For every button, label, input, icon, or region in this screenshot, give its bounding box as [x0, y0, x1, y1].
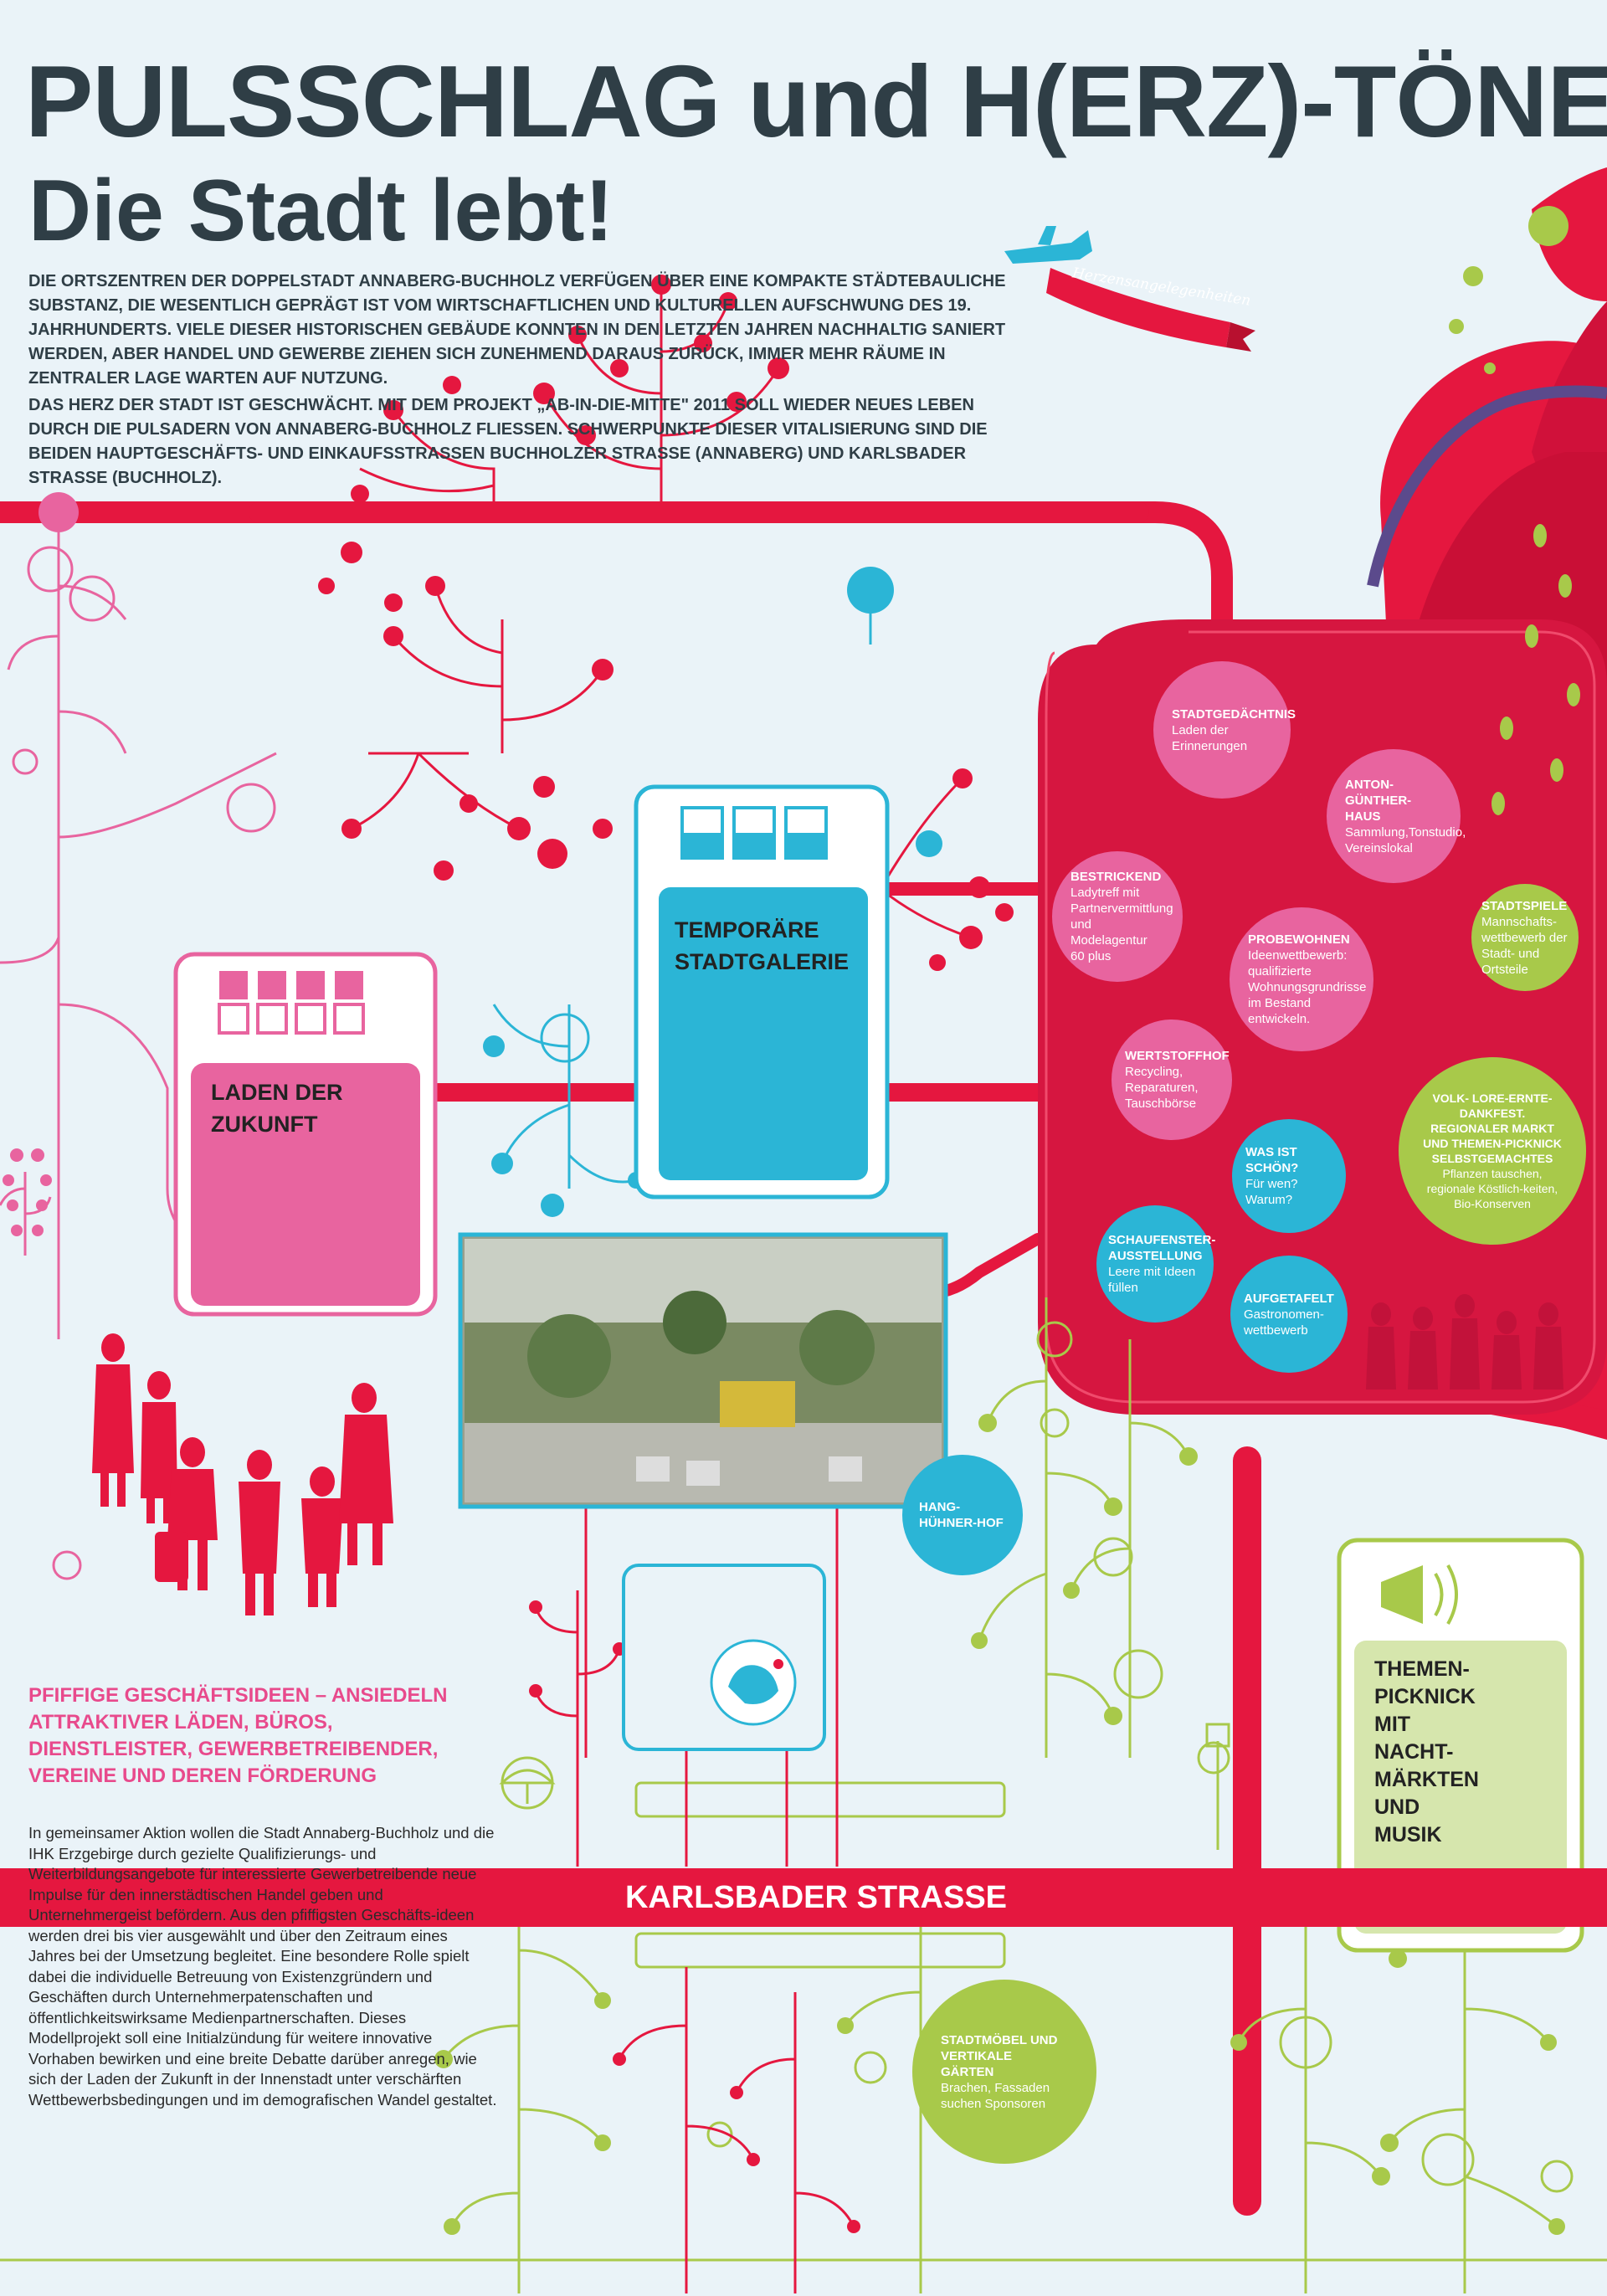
- bubble-anton-guenther-haus: ANTON-GÜNTHER-HAUS Sammlung,Tonstudio, V…: [1327, 749, 1466, 883]
- banner-ribbon: [1046, 268, 1255, 352]
- camera-icon: [540, 1013, 590, 1063]
- laden-card-label: LADEN DER ZUKUNFT: [211, 1080, 343, 1137]
- street-label: KARLSBADER STRASSE: [624, 1880, 1008, 1915]
- bubble-title: STADTGEDÄCHTNIS: [1172, 706, 1296, 722]
- bubble-wertstoffhof: WERTSTOFFHOF Recycling, Reparaturen, Tau…: [1112, 1020, 1232, 1140]
- bubble-title: STADTSPIELE: [1481, 898, 1568, 913]
- people-silhouettes: [92, 1333, 393, 1615]
- umbrella-icon: [499, 1769, 556, 1804]
- misc-icons: [27, 546, 276, 833]
- page-subtitle: Die Stadt lebt!: [28, 162, 614, 259]
- bubble-title: PROBEWOHNEN: [1248, 932, 1350, 947]
- picknick-card-label: THEMEN-PICKNICK MIT NACHT-MÄRKTEN UND MU…: [1374, 1657, 1479, 1847]
- bubble-text: Mannschafts-wettbewerb der Stadt- und Or…: [1481, 914, 1568, 977]
- bubble-text: Für wen? Warum?: [1245, 1177, 1298, 1207]
- bubble-text: Pflanzen tauschen, regionale Köstlich-ke…: [1426, 1167, 1558, 1210]
- bubble-bestrickend: BESTRICKEND Ladytreff mit Partnervermitt…: [1052, 851, 1183, 982]
- bubble-title: VOLK- LORE-ERNTE-DANKFEST. REGIONALER MA…: [1423, 1091, 1562, 1165]
- bubble-hang-huehnerhof: HANG-HÜHNER-HOF: [902, 1455, 1023, 1575]
- bubble-probewohnen: PROBEWOHNEN Ideenwettbewerb: qualifizier…: [1230, 907, 1373, 1051]
- bubble-title: ANTON-GÜNTHER-HAUS: [1345, 777, 1412, 824]
- courtyard-photo: [458, 1232, 948, 1509]
- street-band: [0, 1868, 1607, 1927]
- megaphone-icon: [1381, 1565, 1423, 1624]
- bubble-text: Leere mit Ideen füllen: [1108, 1265, 1196, 1295]
- bubble-title: WAS IST SCHÖN?: [1245, 1145, 1299, 1175]
- page-title: PULSSCHLAG und H(ERZ)-TÖNE: [25, 44, 1607, 158]
- red-tree-top: [351, 285, 972, 939]
- bubble-text: Ideenwettbewerb: qualifizierte Wohnungsg…: [1248, 948, 1367, 1026]
- bubble-text: Brachen, Fassaden suchen Sponsoren: [941, 2080, 1050, 2111]
- huehnerhof-box: [622, 1564, 826, 1751]
- bubble-was-ist-schoen: WAS IST SCHÖN? Für wen? Warum?: [1232, 1119, 1346, 1233]
- bubble-title: WERTSTOFFHOF: [1125, 1049, 1230, 1063]
- laden-card: [173, 952, 438, 1317]
- people-silhouettes-right: [1366, 1294, 1563, 1389]
- intro-paragraph-2: DAS HERZ DER STADT IST GESCHWÄCHT. MIT D…: [28, 396, 988, 487]
- bubble-title: HANG-HÜHNER-HOF: [919, 1500, 1004, 1530]
- bird-icon: [728, 1665, 778, 1704]
- galerie-card-label: TEMPORÄRE STADTGALERIE: [675, 917, 849, 974]
- galerie-card: [634, 784, 890, 1199]
- bubble-schaufenster: SCHAUFENSTER-AUSSTELLUNG Leere mit Ideen…: [1096, 1205, 1216, 1323]
- bubble-aufgetafelt: AUFGETAFELT Gastronomen-wettbewerb: [1230, 1256, 1348, 1373]
- intro-paragraph-1: DIE ORTSZENTREN DER DOPPELSTADT ANNABERG…: [28, 272, 1006, 388]
- section-heading: PFIFFIGE GESCHÄFTSIDEEN – ANSIEDELN ATTR…: [28, 1684, 448, 1787]
- bubble-text: Sammlung,Tonstudio, Vereinslokal: [1345, 824, 1466, 855]
- bubble-text: Recycling, Reparaturen, Tauschbörse: [1125, 1065, 1199, 1111]
- pink-tree-dots: [3, 492, 79, 1236]
- bubble-stadtspiele: STADTSPIELE Mannschafts-wettbewerb der S…: [1471, 884, 1579, 991]
- bubble-stadtgedaechtnis: STADTGEDÄCHTNIS Laden der Erinnerungen: [1153, 661, 1296, 799]
- bubble-text: Laden der Erinnerungen: [1172, 722, 1248, 753]
- bubble-title: BESTRICKEND: [1070, 870, 1162, 884]
- bubble-title: STADTMÖBEL UND VERTIKALE GÄRTEN: [941, 2032, 1058, 2079]
- picknick-card: [1337, 1538, 1584, 1953]
- cyan-dots: [483, 567, 942, 1217]
- bubble-text: Ladytreff mit Partnervermittlung und Mod…: [1070, 886, 1173, 963]
- lamp-post-icon: [1205, 1723, 1230, 1850]
- bubble-title: SCHAUFENSTER-AUSSTELLUNG: [1108, 1233, 1216, 1263]
- bubble-text: Gastronomen-wettbewerb: [1244, 1307, 1324, 1338]
- section-body: In gemeinsamer Aktion wollen die Stadt A…: [28, 1824, 497, 2109]
- airplane-icon: [1004, 226, 1092, 264]
- footprints: [1491, 524, 1580, 815]
- bubble-stadtmoebel: STADTMÖBEL UND VERTIKALE GÄRTEN Brachen,…: [912, 1980, 1096, 2164]
- bubble-circles: [902, 661, 1586, 2164]
- bubble-title: AUFGETAFELT: [1244, 1291, 1334, 1306]
- bubble-volksfest: VOLK- LORE-ERNTE-DANKFEST. REGIONALER MA…: [1399, 1057, 1586, 1245]
